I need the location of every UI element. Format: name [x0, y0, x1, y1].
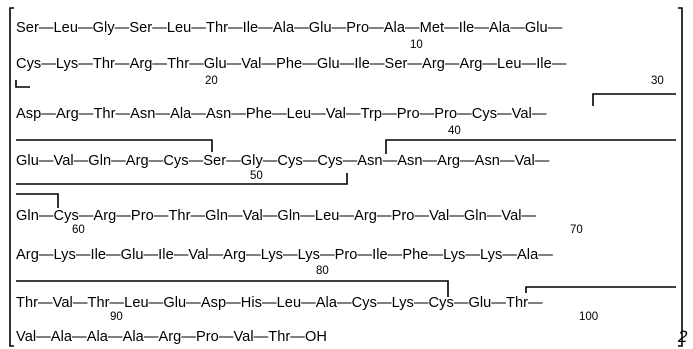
residue-number: 30 — [651, 75, 664, 87]
residue-number: 10 — [410, 39, 423, 51]
disulfide-bond-line — [16, 193, 59, 208]
residue-number: 100 — [579, 311, 599, 323]
residue-number: 40 — [448, 125, 461, 137]
sequence-line-7: Thr—Val—Thr—Leu—Glu—Asp—His—Leu—Ala—Cys—… — [16, 295, 543, 311]
residue-number: 60 — [72, 224, 85, 236]
left-bracket — [9, 7, 14, 347]
sequence-line-8: Val—Ala—Ala—Ala—Arg—Pro—Val—Thr—OH — [16, 329, 327, 345]
sequence-line-4: Glu—Val—Gln—Arg—Cys—Ser—Gly—Cys—Cys—Asn—… — [16, 153, 550, 169]
sequence-line-2: Cys—Lys—Thr—Arg—Thr—Glu—Val—Phe—Glu—Ile—… — [16, 56, 567, 72]
sequence-line-6: Arg—Lys—Ile—Glu—Ile—Val—Arg—Lys—Lys—Pro—… — [16, 247, 553, 263]
residue-number: 90 — [110, 311, 123, 323]
right-bracket — [678, 7, 683, 347]
sequence-line-1: Ser—Leu—Gly—Ser—Leu—Thr—Ile—Ala—Glu—Pro—… — [16, 20, 563, 36]
residue-number: 20 — [205, 75, 218, 87]
sequence-line-3: Asp—Arg—Thr—Asn—Ala—Asn—Phe—Leu—Val—Trp—… — [16, 106, 547, 122]
residue-number: 80 — [316, 265, 329, 277]
disulfide-bond-line — [385, 139, 676, 154]
disulfide-bond-line — [16, 280, 449, 297]
disulfide-bond-line — [16, 139, 213, 152]
disulfide-bond-line — [15, 80, 30, 88]
residue-number: 50 — [250, 170, 263, 182]
residue-number: 70 — [570, 224, 583, 236]
disulfide-bond-line — [592, 93, 676, 106]
disulfide-bond-line — [525, 286, 676, 293]
sequence-line-5: Gln—Cys—Arg—Pro—Thr—Gln—Val—Gln—Leu—Arg—… — [16, 208, 537, 224]
disulfide-bond-line — [16, 173, 348, 185]
dimer-subscript: 2 — [678, 327, 688, 346]
